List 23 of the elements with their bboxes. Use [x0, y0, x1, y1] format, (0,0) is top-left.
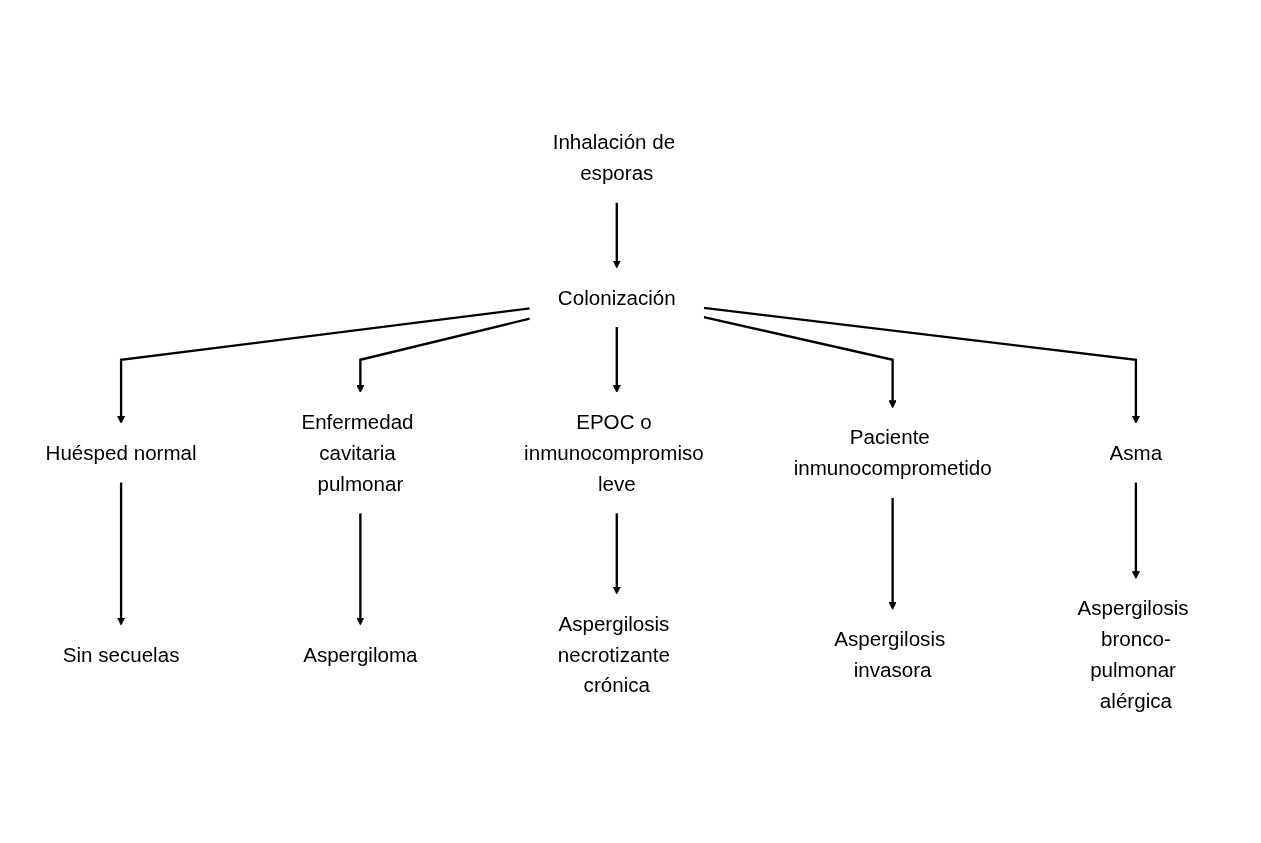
node-text: Asma	[1109, 441, 1163, 465]
node-text: Paciente inmunocomprometido	[793, 425, 992, 480]
arrow	[612, 513, 621, 595]
arrow	[612, 202, 621, 269]
arrow	[116, 482, 126, 626]
node-text: Aspergiloma	[303, 642, 418, 667]
arrow	[116, 307, 530, 424]
arrow	[888, 497, 897, 610]
node-text: Enfermedad cavitaria pulmonar	[301, 410, 414, 496]
arrow	[703, 316, 897, 409]
arrow	[1131, 482, 1141, 580]
node-text: Colonización	[557, 285, 676, 310]
node-text: Huésped normal	[45, 441, 197, 465]
node-text: Aspergilosis bronco-pulmonar alérgica	[1077, 596, 1189, 713]
node-text: EPOC o inmunocompromiso leve	[524, 410, 704, 496]
node-text: Aspergilosis necrotizante crónica	[557, 611, 670, 698]
arrow	[612, 327, 621, 393]
arrow	[703, 306, 1141, 424]
node-text: Aspergilosis invasora	[834, 627, 946, 682]
node-text: Sin secuelas	[62, 642, 180, 667]
arrow	[356, 513, 365, 626]
node-text: Inhalación de esporas	[552, 130, 676, 185]
arrow	[356, 317, 531, 393]
